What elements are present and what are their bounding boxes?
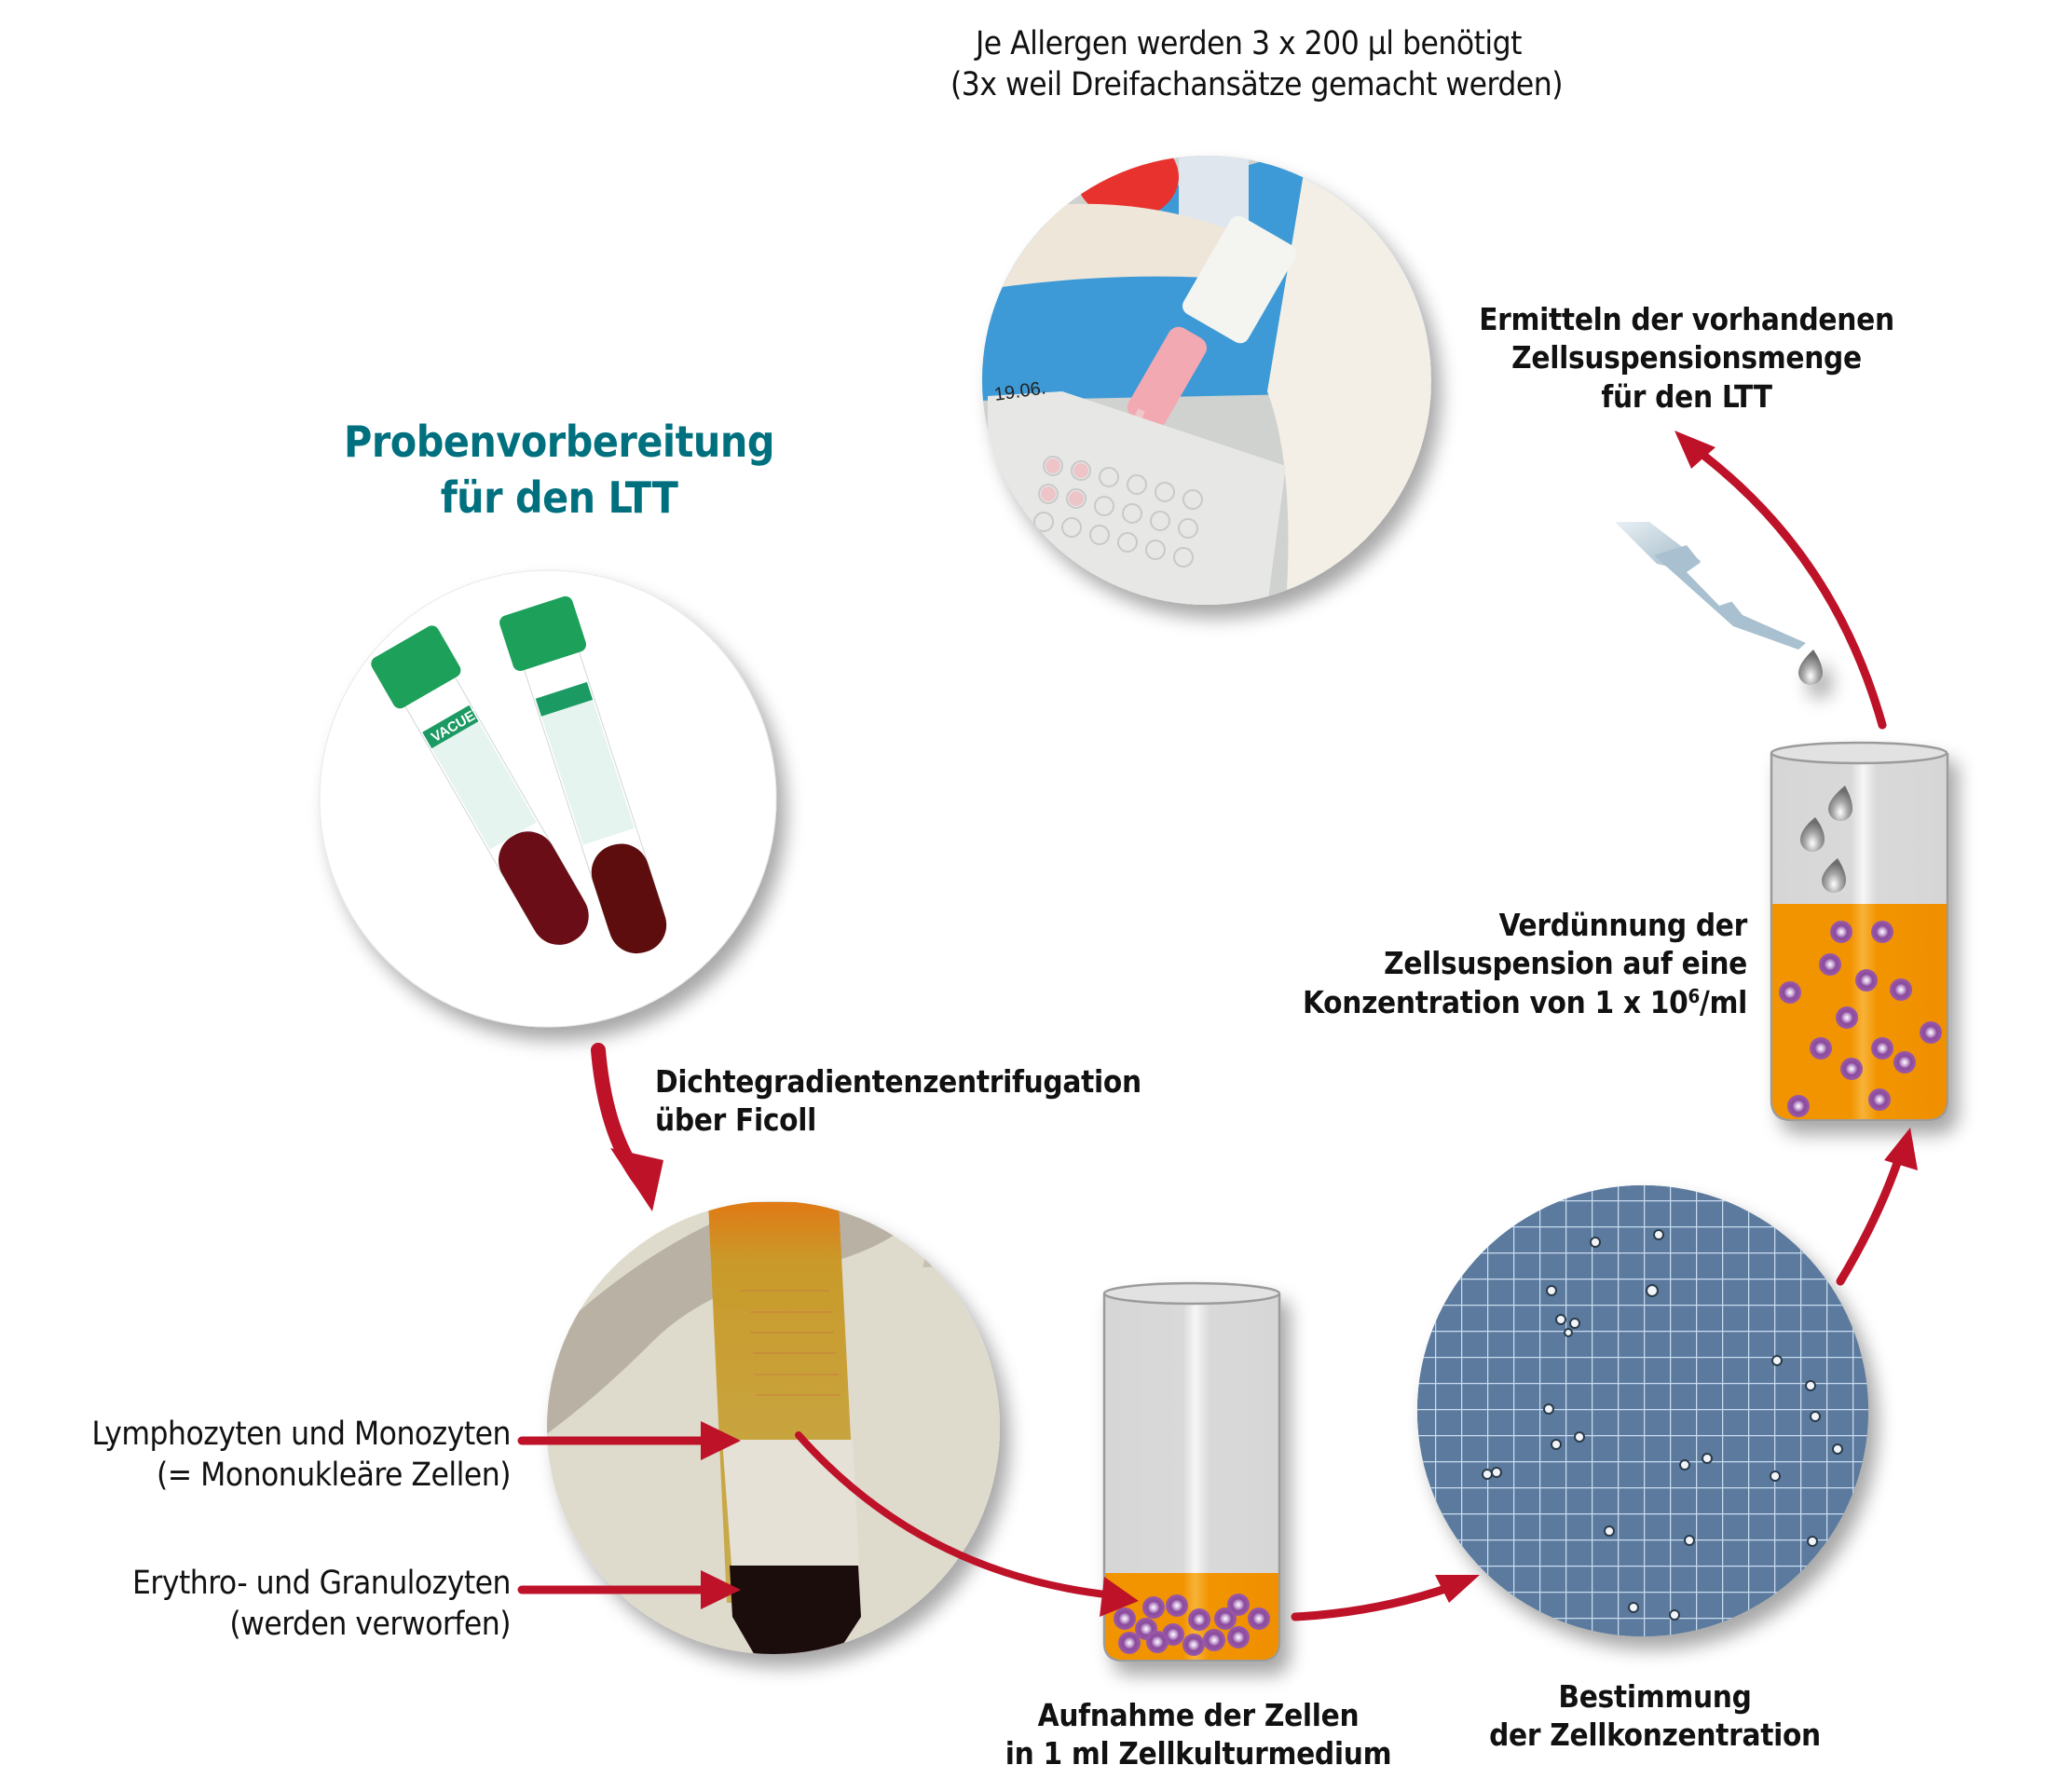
cells-small-beaker <box>1114 1594 1270 1656</box>
step-determine-volume-line1: Ermitteln der vorhandenen <box>1479 301 1894 337</box>
small-beaker <box>1102 1281 1281 1662</box>
allergen-note-line1: Je Allergen werden 3 x 200 µl benötigt <box>975 25 1523 62</box>
cell-icon <box>1182 1634 1205 1656</box>
allergen-note-line2: (3x weil Dreifachansätze gemacht werden) <box>950 65 1564 103</box>
arrow-beaker-to-chamber <box>1291 1581 1458 1621</box>
cell-icon <box>1868 1088 1891 1111</box>
counting-chamber-photo <box>1417 1185 1868 1636</box>
label-discarded: Erythro- und Granulozyten (werden verwor… <box>37 1564 512 1646</box>
step-uptake-line2: in 1 ml Zellkulturmedium <box>1005 1735 1392 1772</box>
arrowhead-chamber <box>1435 1575 1480 1603</box>
step-count: Bestimmung der Zellkonzentration <box>1450 1677 1860 1755</box>
arrow-heads <box>610 431 1918 1617</box>
cell-icon <box>1166 1594 1188 1617</box>
allergen-note: Je Allergen werden 3 x 200 µl benötigt (… <box>950 24 1564 106</box>
step-uptake: Aufnahme der Zellen in 1 ml Zellkulturme… <box>975 1696 1422 1773</box>
dilution-exponent: 6 <box>1688 984 1700 1007</box>
arrowhead-discarded <box>701 1570 741 1609</box>
cell-icon <box>1830 921 1852 943</box>
pipette-icon <box>1615 522 1806 650</box>
step-determine-volume: Ermitteln der vorhandenen Zellsuspension… <box>1463 300 1910 416</box>
label-discarded-line1: Erythro- und Granulozyten <box>131 1565 512 1602</box>
cell-icon <box>1227 1594 1250 1616</box>
cell-icon <box>1871 1037 1893 1060</box>
page-title: Probenvorbereitung für den LTT <box>308 415 811 527</box>
cell-icon <box>1855 969 1878 992</box>
droplets <box>1798 650 1852 893</box>
cell-icon <box>1779 981 1801 1004</box>
centrifuge-tube-photo <box>547 1201 1000 1654</box>
step-centrifugation: Dichtegradientenzentrifugation über Fico… <box>655 1062 1141 1140</box>
label-mononuclear-line1: Lymphozyten und Monozyten <box>91 1416 511 1453</box>
label-discarded-line2: (werden verworfen) <box>229 1605 511 1643</box>
cell-icon <box>1819 953 1841 976</box>
step-dilution-line3: Konzentration von 1 x 106/ml <box>1277 983 1747 1021</box>
cell-icon <box>1118 1632 1141 1654</box>
large-beaker <box>1770 650 1949 1122</box>
cell-icon <box>1890 978 1912 1001</box>
cells-large-beaker <box>1779 921 1942 1117</box>
step-dilution: Verdünnung der Zellsuspension auf eine K… <box>1277 906 1747 1021</box>
arrow-chamber-to-dilution <box>1836 1142 1907 1286</box>
step-centrifugation-line1: Dichtegradientenzentrifugation <box>655 1063 1141 1100</box>
cell-icon <box>1787 1095 1810 1117</box>
title-line2: für den LTT <box>440 472 678 523</box>
cell-icon <box>1836 1006 1858 1029</box>
cell-icon <box>1214 1607 1237 1630</box>
pipetting-photo: 19.06. <box>982 156 1431 605</box>
arrowhead-large-beaker <box>1884 1128 1918 1170</box>
blood-tubes-photo: VACUETTE <box>319 569 777 1028</box>
cell-icon <box>1810 1037 1832 1060</box>
arrowhead-centrifuge <box>610 1148 663 1211</box>
arrow-dilution-to-volume <box>1701 452 1887 730</box>
arrow-centrifuge-to-beaker <box>795 1431 1117 1599</box>
cell-icon <box>1871 921 1893 943</box>
step-count-line1: Bestimmung <box>1558 1678 1752 1715</box>
cell-icon <box>1188 1608 1210 1631</box>
cell-icon <box>1227 1626 1250 1648</box>
label-mononuclear: Lymphozyten und Monozyten (= Mononukleär… <box>37 1415 511 1497</box>
arrowhead-volume <box>1674 431 1715 469</box>
dilution-suffix: /ml <box>1699 983 1747 1020</box>
step-uptake-line1: Aufnahme der Zellen <box>1037 1697 1360 1733</box>
title-line1: Probenvorbereitung <box>344 417 774 467</box>
cell-icon <box>1893 1051 1916 1074</box>
cell-icon <box>1248 1607 1270 1630</box>
arrowhead-mononuclear <box>701 1421 741 1460</box>
cell-icon <box>1114 1607 1136 1630</box>
label-mononuclear-line2: (= Mononukleäre Zellen) <box>156 1456 512 1494</box>
step-determine-volume-line3: für den LTT <box>1601 377 1772 415</box>
cell-icon <box>1146 1631 1169 1653</box>
step-centrifugation-line2: über Ficoll <box>655 1101 816 1139</box>
step-dilution-line1: Verdünnung der <box>1498 907 1748 943</box>
step-dilution-line2: Zellsuspension auf eine <box>1384 945 1747 982</box>
step-count-line2: der Zellkonzentration <box>1489 1717 1821 1754</box>
arrowhead-small-beaker <box>1100 1577 1139 1617</box>
dilution-prefix: Konzentration von 1 x 10 <box>1303 983 1688 1020</box>
process-arrows <box>517 452 1907 1621</box>
cell-icon <box>1142 1596 1165 1619</box>
step-determine-volume-line2: Zellsuspensionsmenge <box>1511 339 1862 376</box>
cell-icon <box>1840 1058 1863 1080</box>
cell-icon <box>1203 1629 1225 1651</box>
cell-icon <box>1920 1021 1942 1044</box>
